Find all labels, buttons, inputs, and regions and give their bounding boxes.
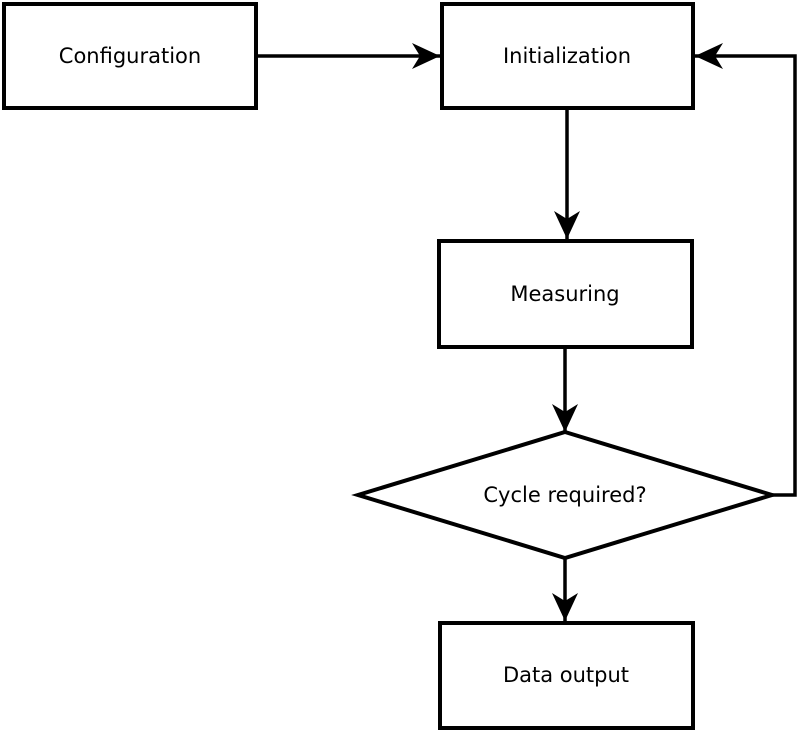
node-initialization-label: Initialization	[503, 44, 631, 68]
node-data-output: Data output	[438, 621, 695, 730]
node-measuring-shape	[437, 239, 694, 349]
node-cycle-required-label: Cycle required?	[483, 483, 646, 507]
node-data-output-shape	[438, 621, 695, 730]
node-cycle-required: Cycle required?	[351, 429, 779, 561]
edge-cycle-required-to-initialization-feedback	[695, 43, 797, 497]
node-data-output-label: Data output	[503, 663, 629, 687]
node-initialization: Initialization	[440, 2, 695, 110]
node-configuration-shape	[2, 2, 258, 110]
node-measuring: Measuring	[437, 239, 694, 349]
node-initialization-shape	[440, 2, 695, 110]
node-configuration: Configuration	[2, 2, 258, 110]
node-configuration-label: Configuration	[59, 44, 201, 68]
node-measuring-label: Measuring	[510, 282, 619, 306]
